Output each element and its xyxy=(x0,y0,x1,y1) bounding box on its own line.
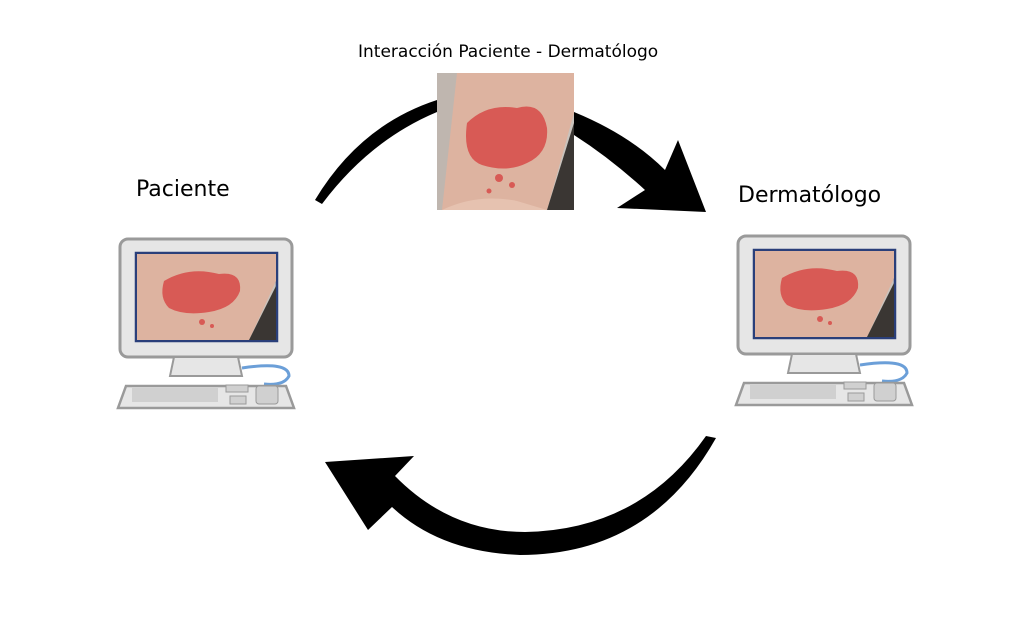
dermatologist-label: Dermatólogo xyxy=(738,183,882,208)
diagram-title: Interacción Paciente - Dermatólogo xyxy=(358,42,659,62)
patient-label: Paciente xyxy=(136,177,230,202)
arrow-top-right xyxy=(574,112,706,212)
patient-computer-icon xyxy=(116,237,296,410)
skin-lesion-photo-icon xyxy=(437,73,574,210)
dermatologist-screen-lesion xyxy=(755,251,894,337)
patient-screen-lesion xyxy=(137,254,276,340)
arrow-bottom xyxy=(325,436,716,555)
arrow-arc-top-left xyxy=(315,100,437,204)
dermatologist-computer-icon xyxy=(734,234,914,407)
